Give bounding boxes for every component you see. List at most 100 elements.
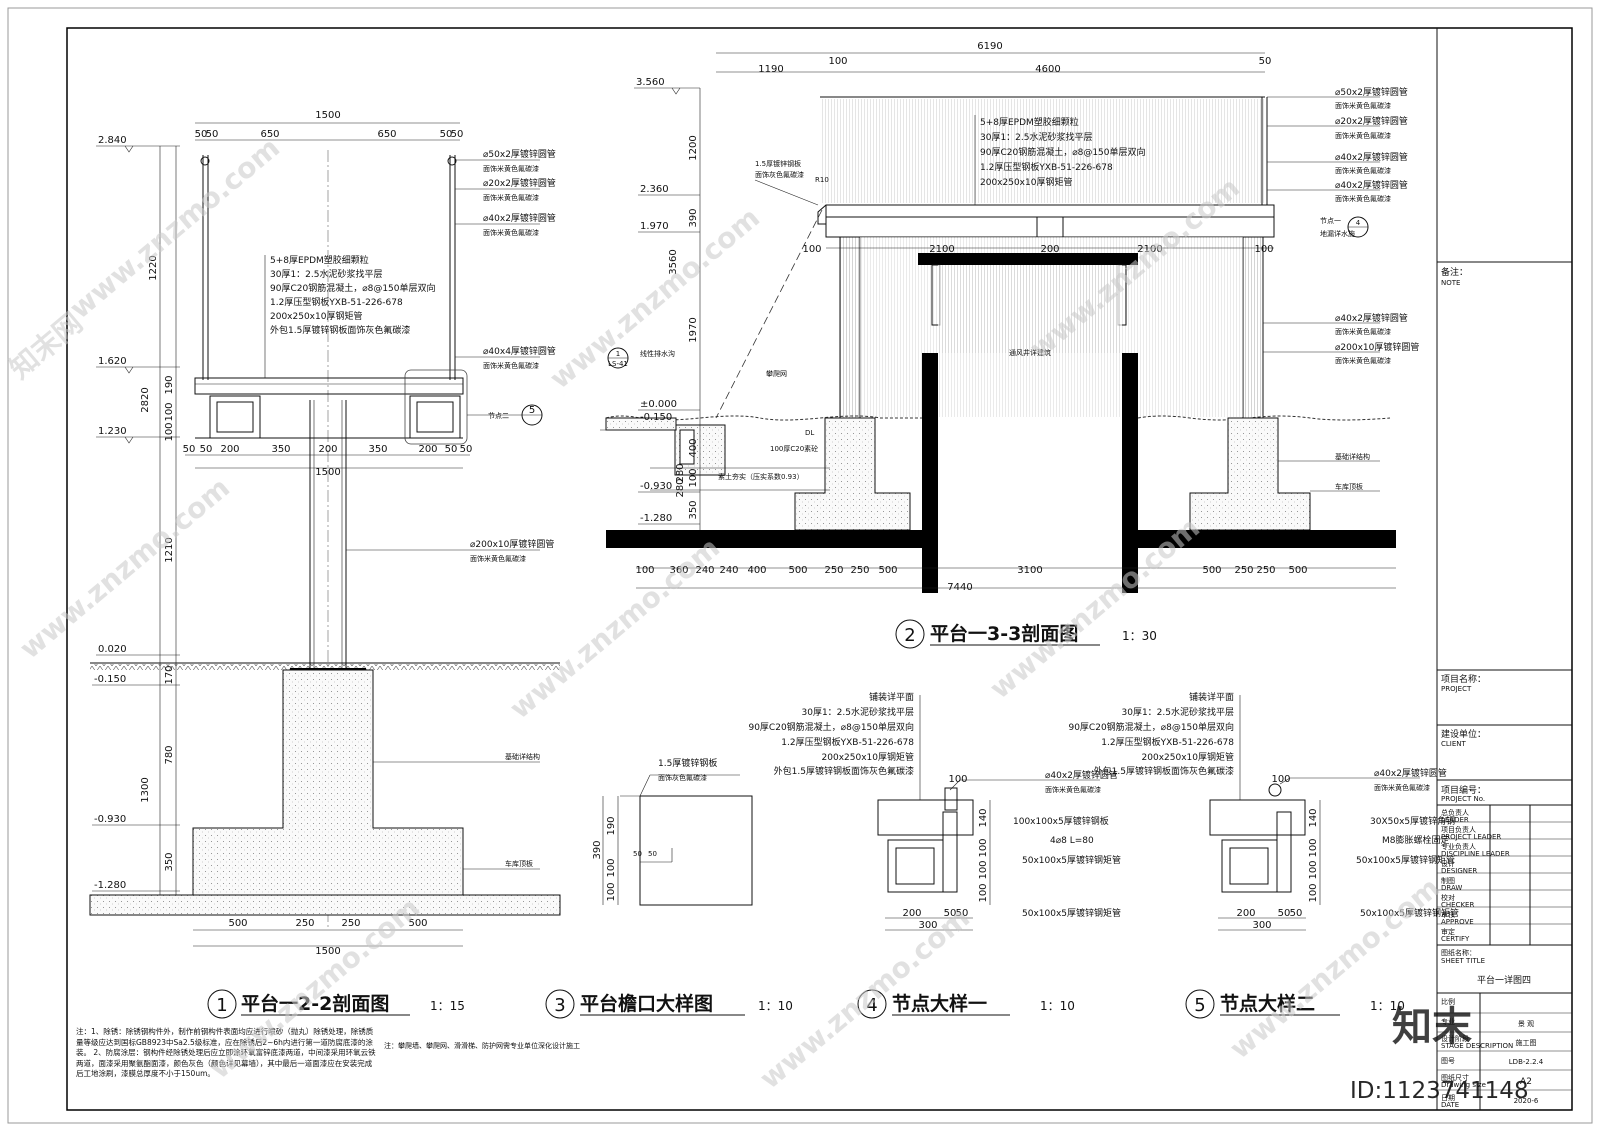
svg-text:200: 200 [1236,908,1255,919]
svg-text:⌀40x4厚镀锌圆管: ⌀40x4厚镀锌圆管 [483,345,556,357]
svg-text:Drawing size: Drawing size [1441,1081,1486,1089]
svg-text:2820: 2820 [140,387,151,412]
svg-text:50: 50 [648,850,657,858]
svg-text:200x250x10厚钢矩管: 200x250x10厚钢矩管 [980,176,1072,188]
svg-text:CLIENT: CLIENT [1441,740,1467,748]
svg-text:50: 50 [1290,908,1303,919]
svg-text:500: 500 [1202,565,1221,576]
svg-text:300: 300 [1252,920,1271,931]
svg-text:1220: 1220 [148,255,159,280]
svg-text:审定: 审定 [1441,927,1455,936]
layer-callouts-33: 5+8厚EPDM塑胶细颗粒 30厚1：2.5水泥砂浆找平层 90厚C20钢筋混凝… [980,116,1146,188]
section-3-3: 6190 100 1190 4600 50 通风井详建筑 [600,41,1419,649]
svg-text:外包1.5厚镀锌钢板面饰灰色氟碳漆: 外包1.5厚镀锌钢板面饰灰色氟碳漆 [1094,765,1234,777]
svg-text:www.znzmo.com: www.znzmo.com [63,131,286,325]
svg-text:100: 100 [978,883,989,902]
svg-text:50x100x5厚镀锌钢矩管: 50x100x5厚镀锌钢矩管 [1360,907,1459,919]
svg-text:基础详结构: 基础详结构 [1335,452,1370,461]
svg-text:⌀200x10厚镀锌圆管: ⌀200x10厚镀锌圆管 [1335,341,1419,353]
section-num: 1 [216,995,227,1016]
svg-text:2.840: 2.840 [98,135,127,146]
svg-text:校对: 校对 [1441,893,1455,902]
svg-text:90厚C20钢筋混凝土，⌀8@150单层双向: 90厚C20钢筋混凝土，⌀8@150单层双向 [980,146,1146,158]
svg-text:360: 360 [669,565,688,576]
svg-text:⌀40x2厚镀锌圆管: ⌀40x2厚镀锌圆管 [1335,151,1408,163]
svg-text:素土夯实（压实系数0.93）: 素土夯实（压实系数0.93） [718,472,804,481]
svg-text:www.znzmo.com: www.znzmo.com [503,531,726,725]
svg-text:200: 200 [318,444,337,455]
svg-text:1190: 1190 [758,64,783,75]
outer-border [7,7,1593,1124]
svg-text:50: 50 [460,444,473,455]
svg-text:4: 4 [866,995,877,1016]
svg-text:3.560: 3.560 [636,77,665,88]
svg-text:100: 100 [828,56,847,67]
svg-text:设计: 设计 [1441,859,1455,868]
svg-text:-0.150: -0.150 [640,412,672,423]
svg-text:DISCIPLINE LEADER: DISCIPLINE LEADER [1441,850,1510,858]
svg-text:1：15: 1：15 [430,999,465,1013]
svg-text:140: 140 [1308,808,1319,827]
svg-text:30厚1：2.5水泥砂浆找平层: 30厚1：2.5水泥砂浆找平层 [802,706,915,718]
svg-text:190: 190 [606,816,617,835]
svg-text:30X50x5厚镀锌角钢: 30X50x5厚镀锌角钢 [1370,815,1455,827]
svg-text:面饰米黄色氟碳漆: 面饰米黄色氟碳漆 [1335,194,1391,203]
garage-slab-left [606,530,922,548]
svg-text:100: 100 [606,858,617,877]
svg-text:1: 1 [616,350,620,358]
svg-text:景 观: 景 观 [1518,1020,1534,1028]
elevation-marks-33: 3.560 2.360 1.970 ±0.000 -0.150 -0.930 -… [634,77,700,525]
svg-text:4: 4 [1356,219,1361,227]
svg-text:500: 500 [1288,565,1307,576]
svg-text:总负责人: 总负责人 [1441,808,1469,817]
svg-text:-0.930: -0.930 [640,481,672,492]
svg-text:200: 200 [220,444,239,455]
svg-text:5: 5 [529,405,535,416]
svg-text:250: 250 [295,918,314,929]
svg-text:50: 50 [440,129,453,140]
svg-text:审核: 审核 [1441,910,1455,919]
svg-text:90厚C20钢筋混凝土，⌀8@150单层双向: 90厚C20钢筋混凝土，⌀8@150单层双向 [1068,721,1234,733]
svg-text:2: 2 [904,625,915,646]
svg-text:50: 50 [633,850,642,858]
svg-text:650: 650 [260,129,279,140]
svg-text:100: 100 [1254,244,1273,255]
footing [192,669,464,896]
svg-text:200x250x10厚钢矩管: 200x250x10厚钢矩管 [1142,751,1234,763]
svg-text:备注：: 备注： [1441,266,1468,278]
svg-text:50: 50 [183,444,196,455]
svg-text:50: 50 [956,908,969,919]
svg-text:施工图: 施工图 [1516,1038,1537,1047]
column-right [1242,236,1264,421]
svg-text:350: 350 [368,444,387,455]
svg-text:50: 50 [445,444,458,455]
svg-text:面饰灰色氟碳漆: 面饰灰色氟碳漆 [658,773,707,782]
svg-text:650: 650 [377,129,396,140]
svg-text:250: 250 [341,918,360,929]
svg-text:-1.280: -1.280 [94,880,126,891]
svg-text:1：10: 1：10 [1040,999,1075,1013]
svg-text:200x250x10厚钢矩管: 200x250x10厚钢矩管 [270,310,362,322]
svg-text:面饰米黄色氟碳漆: 面饰米黄色氟碳漆 [1335,166,1391,175]
svg-text:6190: 6190 [977,41,1002,52]
svg-text:专业负责人: 专业负责人 [1441,842,1476,851]
svg-text:1：10: 1：10 [758,999,793,1013]
node-detail-2: 铺装详平面 30厚1：2.5水泥砂浆找平层 90厚C20钢筋混凝土，⌀8@150… [1068,691,1459,1019]
svg-text:500: 500 [788,565,807,576]
svg-text:通风井详建筑: 通风井详建筑 [1009,348,1051,357]
svg-text:50x100x5厚镀锌钢矩管: 50x100x5厚镀锌钢矩管 [1022,907,1121,919]
svg-text:面饰米黄色氟碳漆: 面饰米黄色氟碳漆 [483,193,539,202]
svg-text:500: 500 [228,918,247,929]
svg-text:100: 100 [978,860,989,879]
svg-text:R10: R10 [815,176,829,184]
svg-text:100: 100 [606,882,617,901]
svg-text:⌀40x2厚镀锌圆管: ⌀40x2厚镀锌圆管 [1045,769,1118,781]
layer-callouts-22: 5+8厚EPDM塑胶细颗粒 30厚1：2.5水泥砂浆找平层 90厚C20钢筋混凝… [270,254,436,336]
svg-text:2100: 2100 [1137,244,1162,255]
section-title: 平台一2-2剖面图 [241,992,389,1015]
eave-title: 平台檐口大样图 [580,992,713,1015]
svg-text:车库顶板: 车库顶板 [1335,482,1363,491]
svg-text:面饰米黄色氟碳漆: 面饰米黄色氟碳漆 [483,228,539,237]
svg-text:CHECKER: CHECKER [1441,901,1474,909]
node-callout-box [404,369,468,445]
